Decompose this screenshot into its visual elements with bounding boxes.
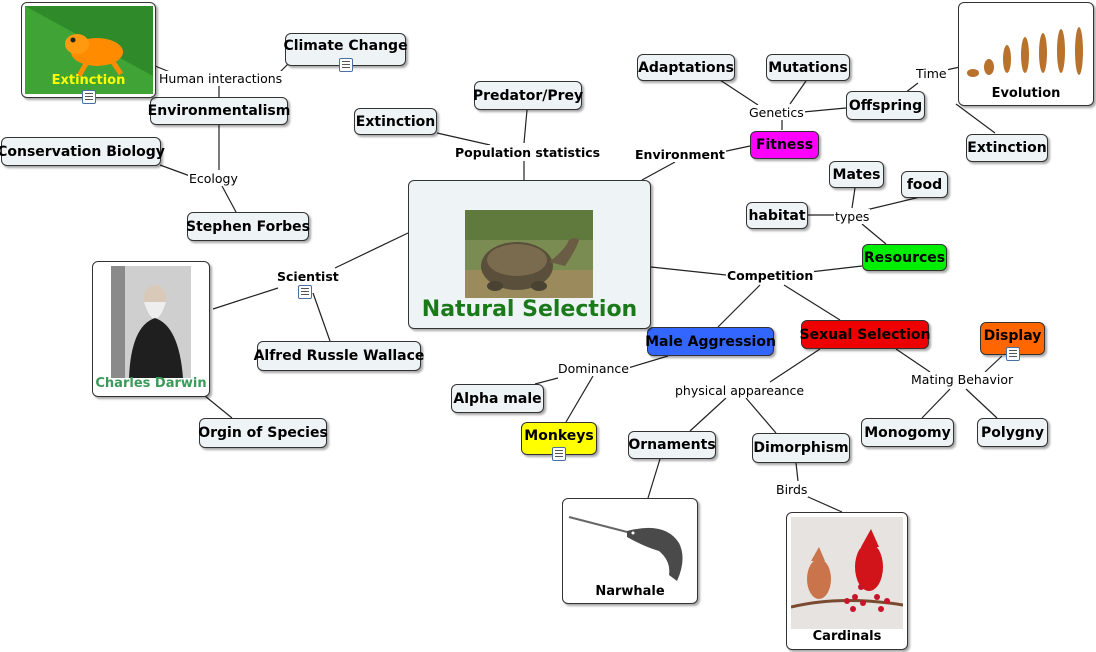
link-human-interactions: Human interactions bbox=[158, 71, 284, 86]
center-title: Natural Selection bbox=[421, 297, 638, 322]
image-node-evolution[interactable]: Evolution bbox=[958, 2, 1094, 106]
narwhale-caption: Narwhale bbox=[595, 584, 665, 599]
node-display[interactable]: Display bbox=[980, 322, 1045, 355]
node-male-aggression[interactable]: Male Aggression bbox=[645, 327, 776, 356]
document-icon[interactable] bbox=[1006, 347, 1020, 361]
evolution-caption: Evolution bbox=[991, 86, 1061, 101]
link-population-statistics: Population statistics bbox=[454, 145, 602, 160]
image-node-darwin[interactable]: Charles Darwin bbox=[92, 261, 210, 397]
image-node-narwhale[interactable]: Narwhale bbox=[562, 498, 698, 604]
link-time: Time bbox=[915, 66, 948, 81]
node-food[interactable]: food bbox=[901, 171, 948, 198]
image-node-cardinals[interactable]: Cardinals bbox=[786, 512, 908, 650]
link-physical-appearance: physical appareance bbox=[674, 383, 806, 398]
node-resources[interactable]: Resources bbox=[862, 244, 947, 271]
node-environmentalism[interactable]: Environmentalism bbox=[148, 97, 290, 125]
tortoise-image bbox=[465, 210, 593, 298]
node-origin-of-species[interactable]: Orgin of Species bbox=[198, 418, 328, 448]
node-extinction-right[interactable]: Extinction bbox=[966, 134, 1048, 162]
image-node-frog[interactable]: Extinction bbox=[21, 2, 156, 98]
darwin-caption: Charles Darwin bbox=[95, 376, 207, 391]
node-fitness[interactable]: Fitness bbox=[750, 131, 819, 159]
node-adaptations[interactable]: Adaptations bbox=[637, 54, 735, 81]
document-icon[interactable] bbox=[298, 285, 312, 299]
node-natural-selection[interactable]: Natural Selection bbox=[408, 180, 651, 329]
frog-caption: Extinction bbox=[51, 73, 126, 88]
node-alpha-male[interactable]: Alpha male bbox=[451, 384, 544, 413]
charles-darwin-portrait bbox=[111, 266, 191, 378]
node-predator-prey[interactable]: Predator/Prey bbox=[473, 81, 583, 110]
link-scientist: Scientist bbox=[276, 269, 340, 284]
node-mates[interactable]: Mates bbox=[829, 161, 884, 188]
node-conservation-biology[interactable]: Conservation Biology bbox=[0, 137, 165, 166]
link-ecology: Ecology bbox=[188, 171, 239, 186]
node-polygny[interactable]: Polygny bbox=[977, 418, 1048, 447]
cardinals-caption: Cardinals bbox=[812, 629, 882, 644]
link-dominance: Dominance bbox=[557, 361, 630, 376]
document-icon[interactable] bbox=[82, 90, 96, 104]
node-stephen-forbes[interactable]: Stephen Forbes bbox=[186, 212, 310, 241]
link-environment: Environment bbox=[634, 147, 726, 162]
document-icon[interactable] bbox=[339, 58, 353, 72]
narwhale-image bbox=[567, 503, 695, 587]
node-sexual-selection[interactable]: Sexual Selection bbox=[800, 320, 930, 349]
document-icon[interactable] bbox=[552, 447, 566, 461]
link-types: types bbox=[834, 209, 871, 224]
node-habitat[interactable]: habitat bbox=[746, 202, 808, 229]
node-dimorphism[interactable]: Dimorphism bbox=[752, 433, 850, 463]
link-mating-behavior: Mating Behavior bbox=[910, 372, 1015, 387]
cardinals-image bbox=[791, 517, 903, 629]
link-genetics: Genetics bbox=[748, 105, 805, 120]
node-ornaments[interactable]: Ornaments bbox=[628, 431, 716, 459]
node-extinction-left[interactable]: Extinction bbox=[354, 108, 437, 135]
link-birds: Birds bbox=[775, 482, 809, 497]
node-offspring[interactable]: Offspring bbox=[846, 91, 925, 120]
link-competition: Competition bbox=[726, 268, 815, 283]
node-mutations[interactable]: Mutations bbox=[766, 54, 850, 81]
evolution-image bbox=[963, 23, 1091, 83]
golden-toad-image bbox=[25, 6, 153, 94]
node-alfred-wallace[interactable]: Alfred Russle Wallace bbox=[254, 341, 424, 371]
node-monogomy[interactable]: Monogomy bbox=[861, 418, 954, 447]
